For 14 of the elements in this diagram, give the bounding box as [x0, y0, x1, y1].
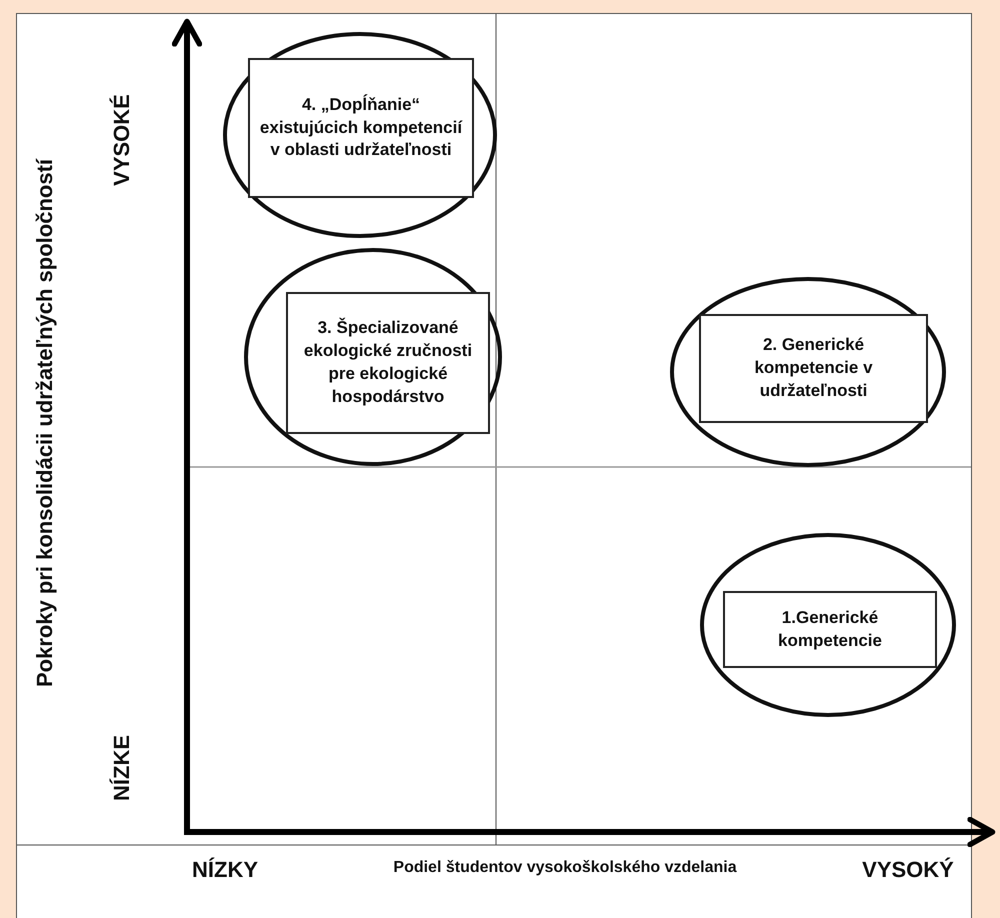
axis-title: Podiel študentov vysokoškolského vzdelania [393, 859, 737, 877]
box-text: 1.Generické kompetencie [777, 606, 883, 652]
box-text: 4. „Dopĺňanie“ existujúcich kompetencií v oblasti udržateľnosti [258, 94, 464, 162]
axis-title: Pokroky pri konsolidácii udržateľných spoločností [32, 158, 58, 688]
axis-value-label: NÍZKE [109, 735, 135, 801]
text-box [723, 591, 937, 668]
box-text: 3. Špecializované ekologické zručnosti pre ekologické hospodárstvo [302, 317, 474, 408]
text-box [699, 314, 928, 423]
axis-value-label: VYSOKÝ [862, 857, 954, 883]
text-box [286, 292, 490, 434]
box-text: 2. Generické kompetencie v udržateľnosti [753, 334, 874, 402]
axis-value-label: NÍZKY [192, 857, 258, 883]
axis-value-label: VYSOKÉ [109, 94, 135, 186]
text-box [248, 58, 474, 198]
